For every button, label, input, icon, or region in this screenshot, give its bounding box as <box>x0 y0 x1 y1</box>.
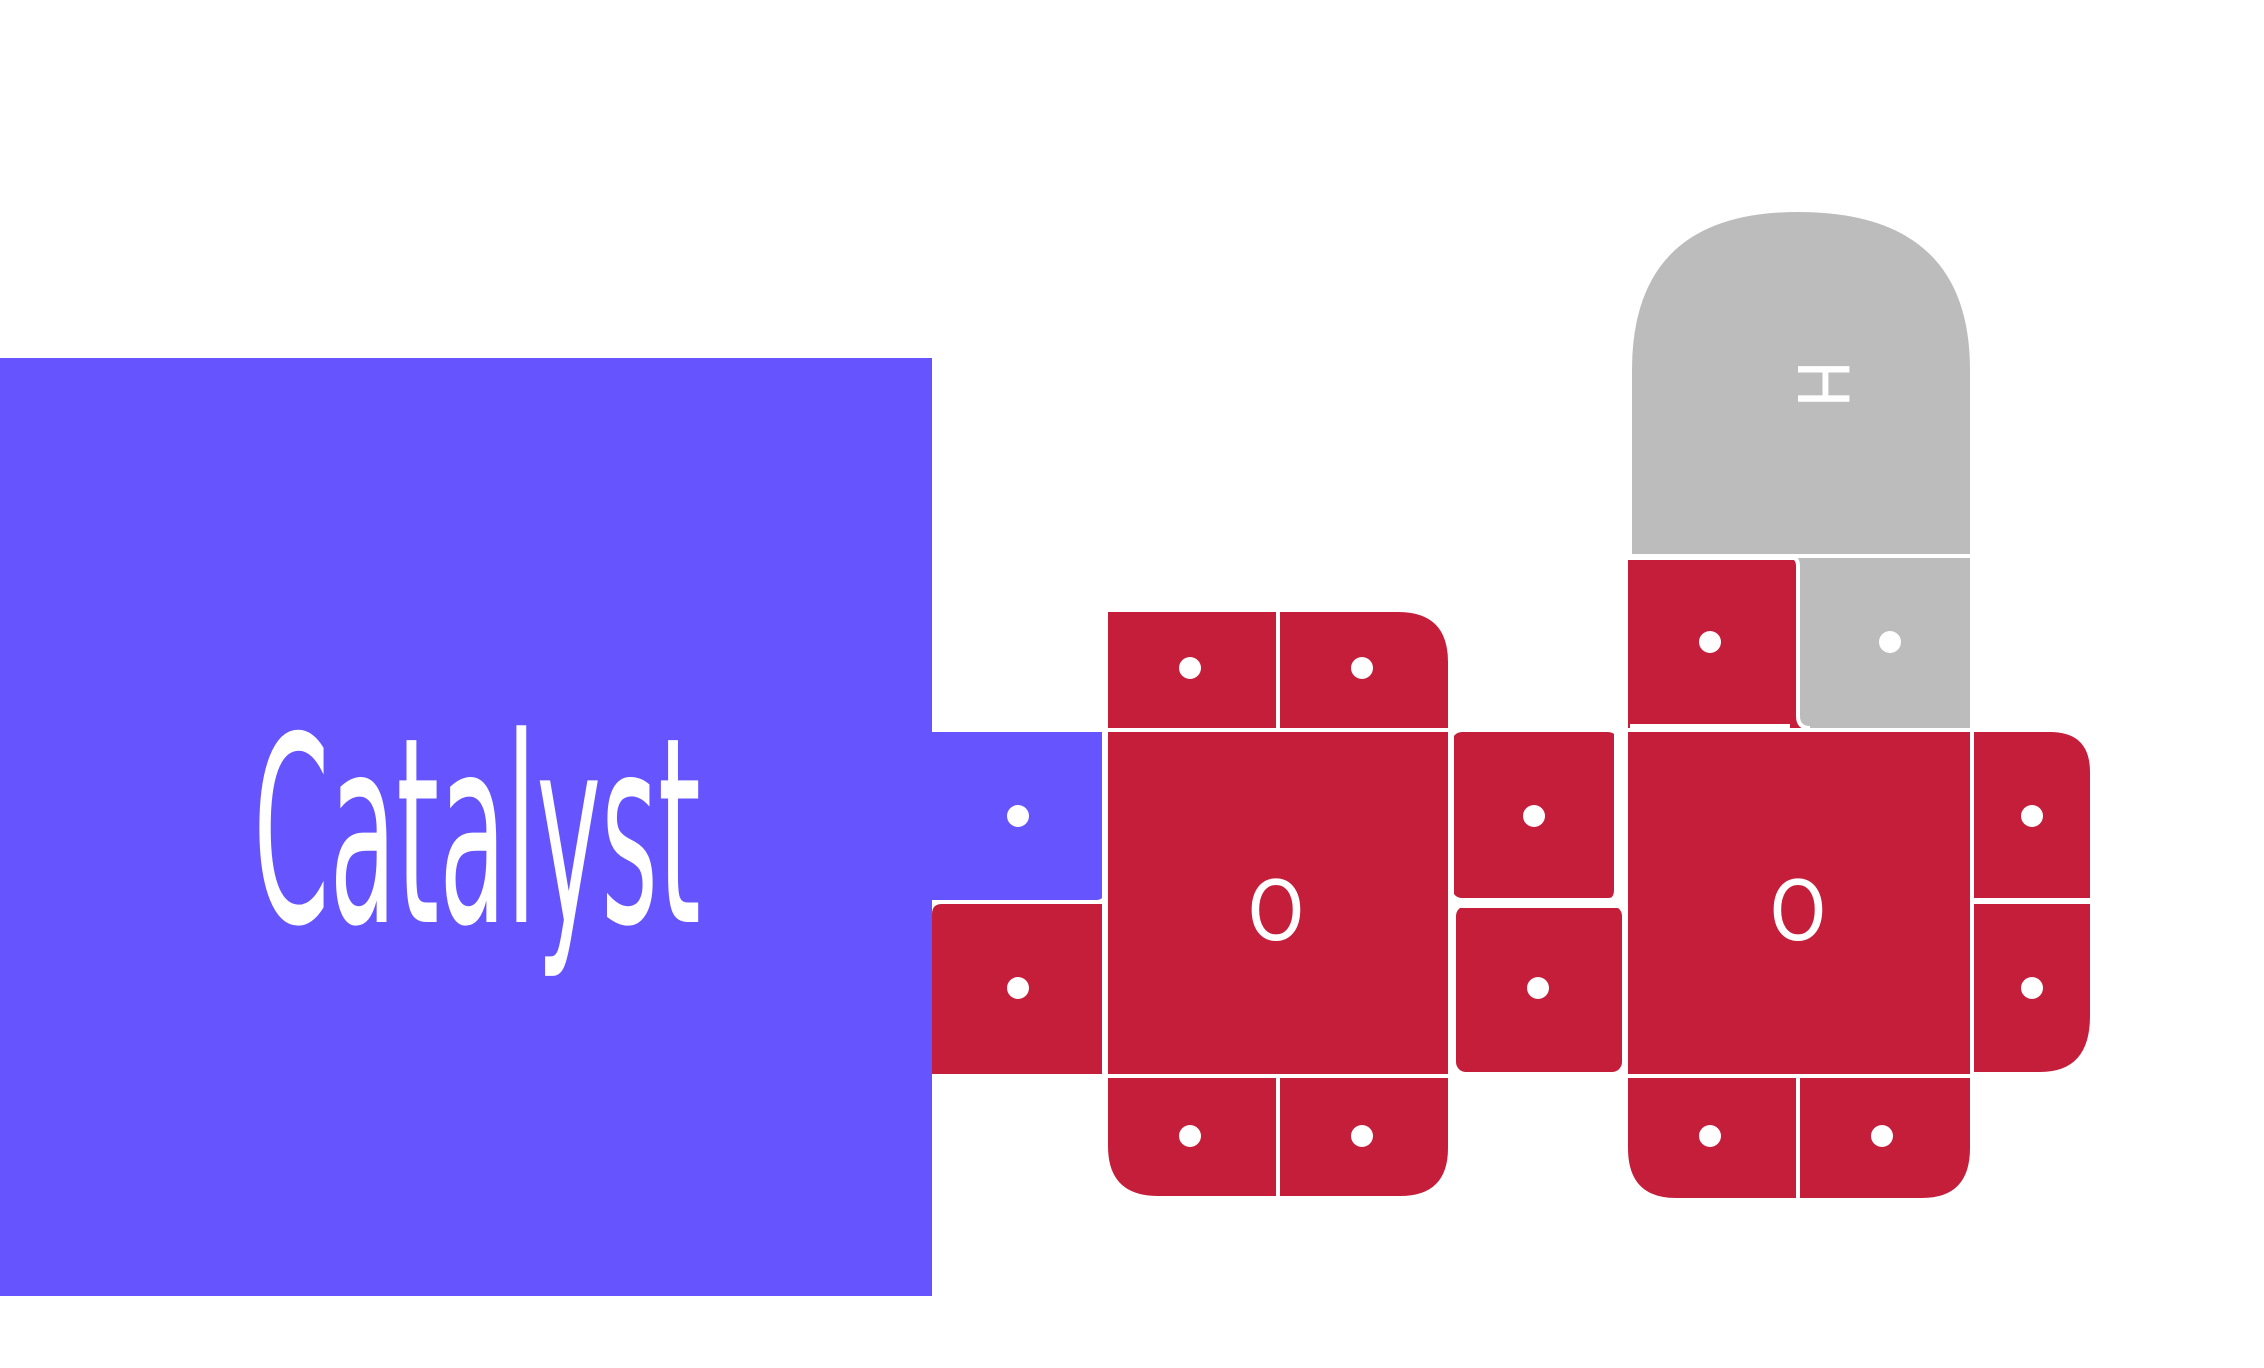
electron-dot <box>1523 805 1545 827</box>
oxygen-1-shell <box>1108 612 1448 1196</box>
electron-dot <box>1179 657 1201 679</box>
electron-dot <box>1007 977 1029 999</box>
electron-dot <box>1351 657 1373 679</box>
oxygen-1-symbol: O <box>1248 864 1305 960</box>
electron-dot <box>1527 977 1549 999</box>
electron-dot <box>1007 805 1029 827</box>
oxygen-2-bottom-round-right <box>1922 1148 1970 1198</box>
electron-dot <box>2021 805 2043 827</box>
electron-dot <box>1879 631 1901 653</box>
oxygen-atom-1: O <box>1104 612 1452 1198</box>
electron-dot <box>1179 1125 1201 1147</box>
oxygen-2-bottom-round <box>1628 1148 1676 1198</box>
electron-dot <box>1699 631 1721 653</box>
oxygen-2-symbol: O <box>1770 864 1827 960</box>
hydrogen-symbol: H <box>1781 360 1863 408</box>
electron-dot <box>1699 1125 1721 1147</box>
catalyst-block <box>0 358 932 1296</box>
electron-dot <box>1351 1125 1373 1147</box>
electron-dots <box>1007 631 2043 1147</box>
electron-dot <box>1871 1125 1893 1147</box>
slot-borders <box>932 554 2092 908</box>
hydrogen-shell <box>1632 212 1970 728</box>
catalyst-label: Catalyst <box>253 682 701 983</box>
electron-dot <box>2021 977 2043 999</box>
